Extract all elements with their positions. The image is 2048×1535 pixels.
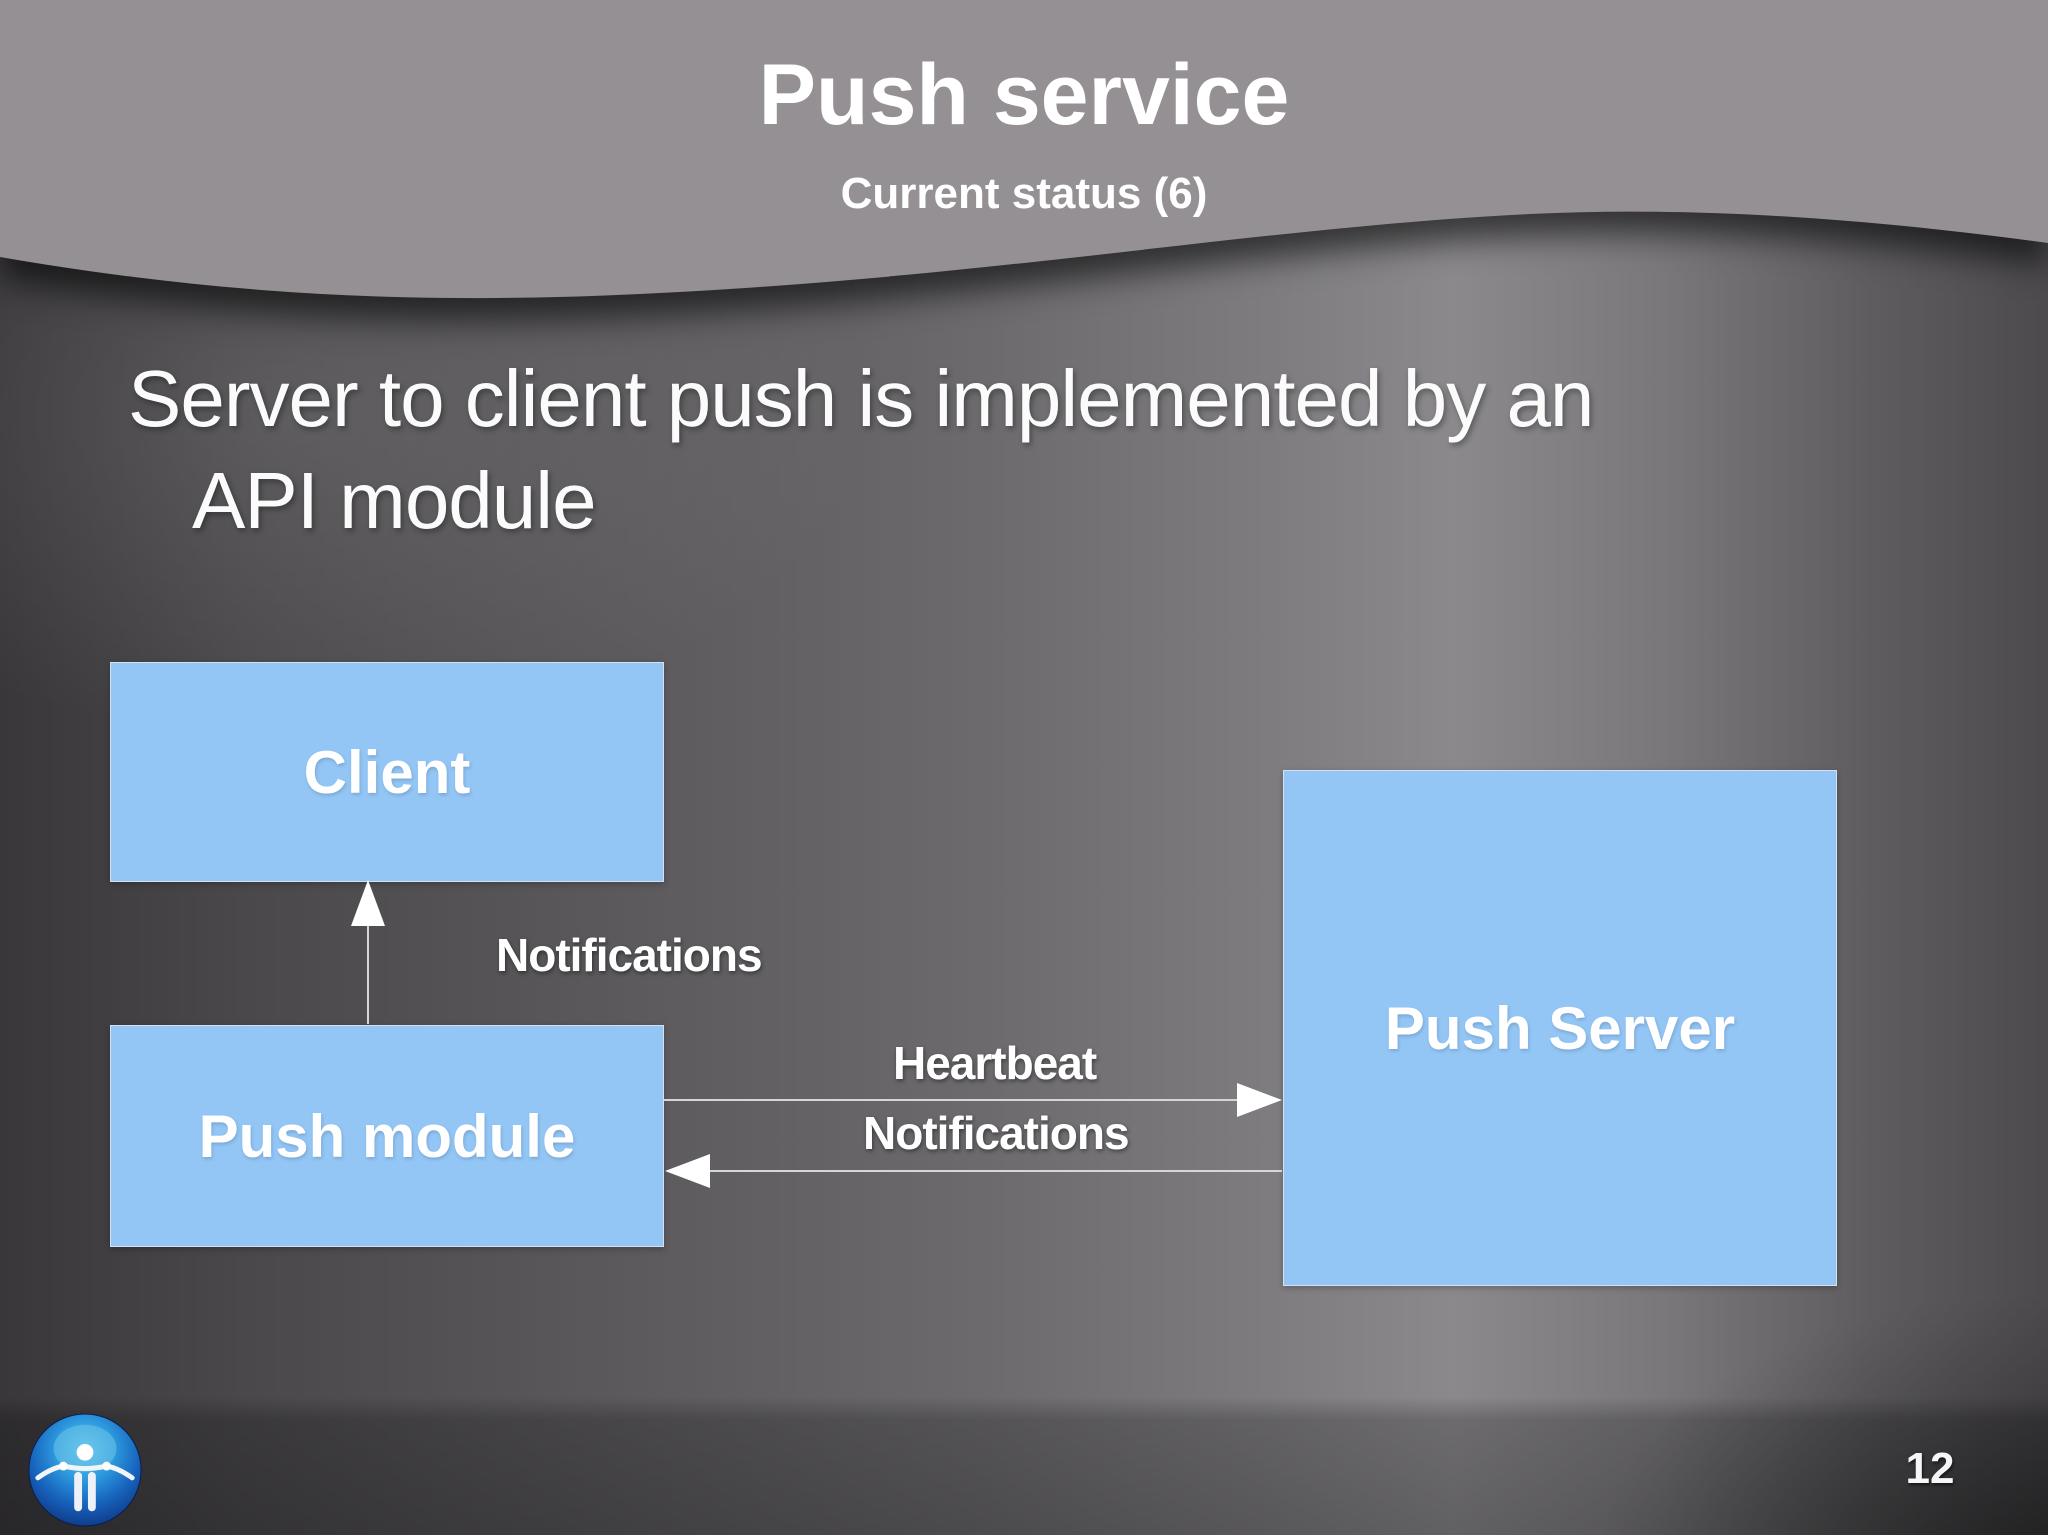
slide-body-text: Server to client push is implemented by … — [128, 348, 1968, 553]
edge-label-notifications-left: Notifications — [863, 1107, 1130, 1159]
edge-label-heartbeat: Heartbeat — [893, 1037, 1097, 1089]
node-push-server: Push Server — [1283, 770, 1837, 1286]
slide-subtitle: Current status (6) — [840, 169, 1208, 218]
node-push-module: Push module — [110, 1025, 664, 1247]
node-client-label: Client — [303, 738, 471, 806]
slide-title: Push service — [758, 47, 1290, 143]
edge-label-notifications-up: Notifications — [496, 929, 763, 981]
page-number: 12 — [1905, 1444, 1955, 1493]
node-push-module-label: Push module — [198, 1102, 576, 1170]
header-wave — [0, 0, 2048, 299]
arrow-server-to-module-icon — [665, 1154, 1282, 1188]
node-client: Client — [110, 662, 664, 882]
arrow-module-to-client-icon — [351, 880, 385, 1024]
node-push-server-label: Push Server — [1384, 994, 1736, 1062]
body-line-2: API module — [192, 456, 597, 546]
organization-logo-icon — [28, 1413, 142, 1527]
body-line-1: Server to client push is implemented by … — [128, 354, 1594, 443]
